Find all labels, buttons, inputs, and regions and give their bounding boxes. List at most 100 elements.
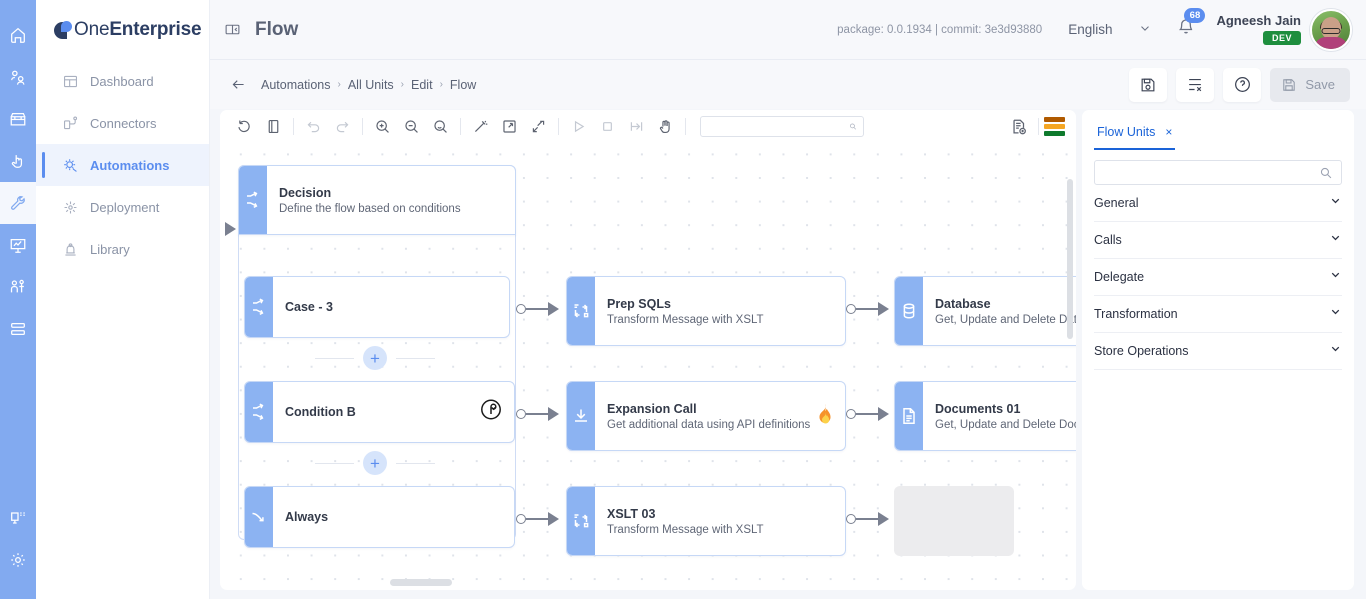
flow-canvas[interactable]: Decision Define the flow based on condit… — [220, 110, 1076, 590]
accordion-delegate[interactable]: Delegate — [1094, 259, 1342, 296]
node-expansion-call[interactable]: Expansion Call Get additional data using… — [566, 381, 846, 451]
brand-prefix: One — [74, 19, 109, 40]
node-title: Condition B — [285, 405, 502, 419]
connector-always-xslt03 — [516, 512, 559, 526]
canvas-area[interactable]: Decision Define the flow based on condit… — [220, 143, 1076, 590]
server-icon[interactable] — [0, 308, 36, 350]
panel-toggle-icon[interactable] — [224, 21, 241, 38]
document-icon[interactable] — [259, 112, 288, 141]
add-branch-button[interactable]: + — [363, 346, 387, 370]
connector-dot[interactable] — [516, 514, 526, 524]
breadcrumb-item-3[interactable]: Flow — [450, 78, 476, 92]
pan-icon[interactable] — [651, 112, 680, 141]
connector-arrow — [878, 302, 889, 316]
collapse-icon[interactable] — [524, 112, 553, 141]
back-arrow-icon[interactable] — [230, 76, 247, 93]
sidebar-item-automations[interactable]: Automations — [36, 144, 209, 186]
node-database[interactable]: Database Get, Update and Delete Databa — [894, 276, 1076, 346]
canvas-search-field[interactable] — [707, 121, 849, 133]
connector-dot[interactable] — [846, 514, 856, 524]
zoom-out-icon[interactable] — [397, 112, 426, 141]
accordion-general[interactable]: General — [1094, 185, 1342, 222]
sidebar-item-library[interactable]: Library — [36, 228, 209, 270]
accordion-transformation[interactable]: Transformation — [1094, 296, 1342, 333]
step-icon[interactable] — [622, 112, 651, 141]
chevron-down-icon — [1329, 342, 1342, 360]
help-button[interactable] — [1223, 68, 1261, 102]
sidebar-item-dashboard[interactable]: Dashboard — [36, 60, 209, 102]
connector-dot[interactable] — [516, 304, 526, 314]
node-subtitle: Transform Message with XSLT — [607, 524, 833, 536]
panel-search-input[interactable] — [1094, 160, 1342, 185]
people-icon[interactable] — [0, 266, 36, 308]
node-title: Prep SQLs — [607, 297, 833, 311]
node-always[interactable]: Always — [244, 486, 515, 548]
canvas-toolbar — [220, 110, 1076, 143]
store-icon[interactable] — [0, 98, 36, 140]
node-condition-b[interactable]: Condition B — [244, 381, 515, 443]
home-icon[interactable] — [0, 14, 36, 56]
node-xslt-03[interactable]: XSLT 03 Transform Message with XSLT — [566, 486, 846, 556]
connector-case3-prepsqls — [516, 302, 559, 316]
zoom-in-icon[interactable] — [368, 112, 397, 141]
add-branch-button[interactable]: + — [363, 451, 387, 475]
sidebar-item-connectors[interactable]: Connectors — [36, 102, 209, 144]
database-icon — [895, 277, 923, 345]
accordion-store-operations[interactable]: Store Operations — [1094, 333, 1342, 370]
avatar[interactable] — [1310, 9, 1352, 51]
connector-dot[interactable] — [846, 304, 856, 314]
canvas-search-input[interactable] — [700, 116, 864, 137]
magic-wand-icon[interactable] — [466, 112, 495, 141]
expand-icon[interactable] — [495, 112, 524, 141]
node-decision[interactable]: Decision Define the flow based on condit… — [238, 165, 516, 235]
wrench-icon[interactable] — [0, 182, 36, 224]
connector-dot[interactable] — [516, 409, 526, 419]
chevron-down-icon — [1329, 194, 1342, 212]
node-case-3[interactable]: Case - 3 — [244, 276, 510, 338]
desktop-icon[interactable] — [0, 497, 36, 539]
save-icon — [1281, 77, 1297, 93]
connector-dot[interactable] — [846, 409, 856, 419]
chevron-down-icon — [1329, 231, 1342, 249]
canvas-horizontal-scrollbar[interactable] — [390, 579, 452, 586]
play-icon[interactable] — [564, 112, 593, 141]
remove-button[interactable] — [1176, 68, 1214, 102]
brand-suffix: Enterprise — [109, 19, 201, 40]
notification-badge: 68 — [1184, 8, 1205, 23]
sidebar-item-deployment[interactable]: Deployment — [36, 186, 209, 228]
undo-icon[interactable] — [299, 112, 328, 141]
node-prep-sqls[interactable]: Prep SQLs Transform Message with XSLT — [566, 276, 846, 346]
click-icon[interactable] — [0, 140, 36, 182]
brand-logo[interactable]: OneEnterprise — [36, 0, 209, 60]
node-placeholder[interactable] — [894, 486, 1014, 556]
breadcrumb-item-2[interactable]: Edit — [411, 78, 433, 92]
reset-icon[interactable] — [230, 112, 259, 141]
connector-line — [856, 413, 878, 414]
doc-settings-icon[interactable] — [1004, 112, 1033, 141]
redo-icon[interactable] — [328, 112, 357, 141]
language-selector[interactable]: English — [1068, 21, 1152, 38]
save-button[interactable]: Save — [1270, 68, 1350, 102]
zoom-fit-icon[interactable] — [426, 112, 455, 141]
divider — [315, 463, 354, 464]
flow-units-panel: Flow Units × General Calls Delegate Tran… — [1082, 110, 1354, 590]
breadcrumb-item-0[interactable]: Automations — [261, 78, 330, 92]
save-as-icon — [1139, 76, 1157, 94]
stop-icon[interactable] — [593, 112, 622, 141]
canvas-vertical-scrollbar[interactable] — [1067, 179, 1073, 339]
users-icon[interactable] — [0, 56, 36, 98]
legend-stack-icon[interactable] — [1044, 117, 1065, 136]
save-as-button[interactable] — [1129, 68, 1167, 102]
close-icon[interactable]: × — [1165, 125, 1172, 139]
gear-icon[interactable] — [0, 539, 36, 581]
breadcrumb-item-1[interactable]: All Units — [348, 78, 394, 92]
dashboard-icon — [62, 73, 84, 90]
node-documents-01[interactable]: Documents 01 Get, Update and Delete Docu… — [894, 381, 1076, 451]
panel-search-field[interactable] — [1103, 167, 1319, 179]
monitor-chart-icon[interactable] — [0, 224, 36, 266]
tab-flow-units[interactable]: Flow Units × — [1094, 125, 1175, 150]
accordion-calls[interactable]: Calls — [1094, 222, 1342, 259]
sidebar-label: Dashboard — [84, 74, 154, 89]
user-box[interactable]: Agneesh Jain DEV — [1216, 9, 1352, 51]
notifications-button[interactable]: 68 — [1176, 17, 1196, 42]
